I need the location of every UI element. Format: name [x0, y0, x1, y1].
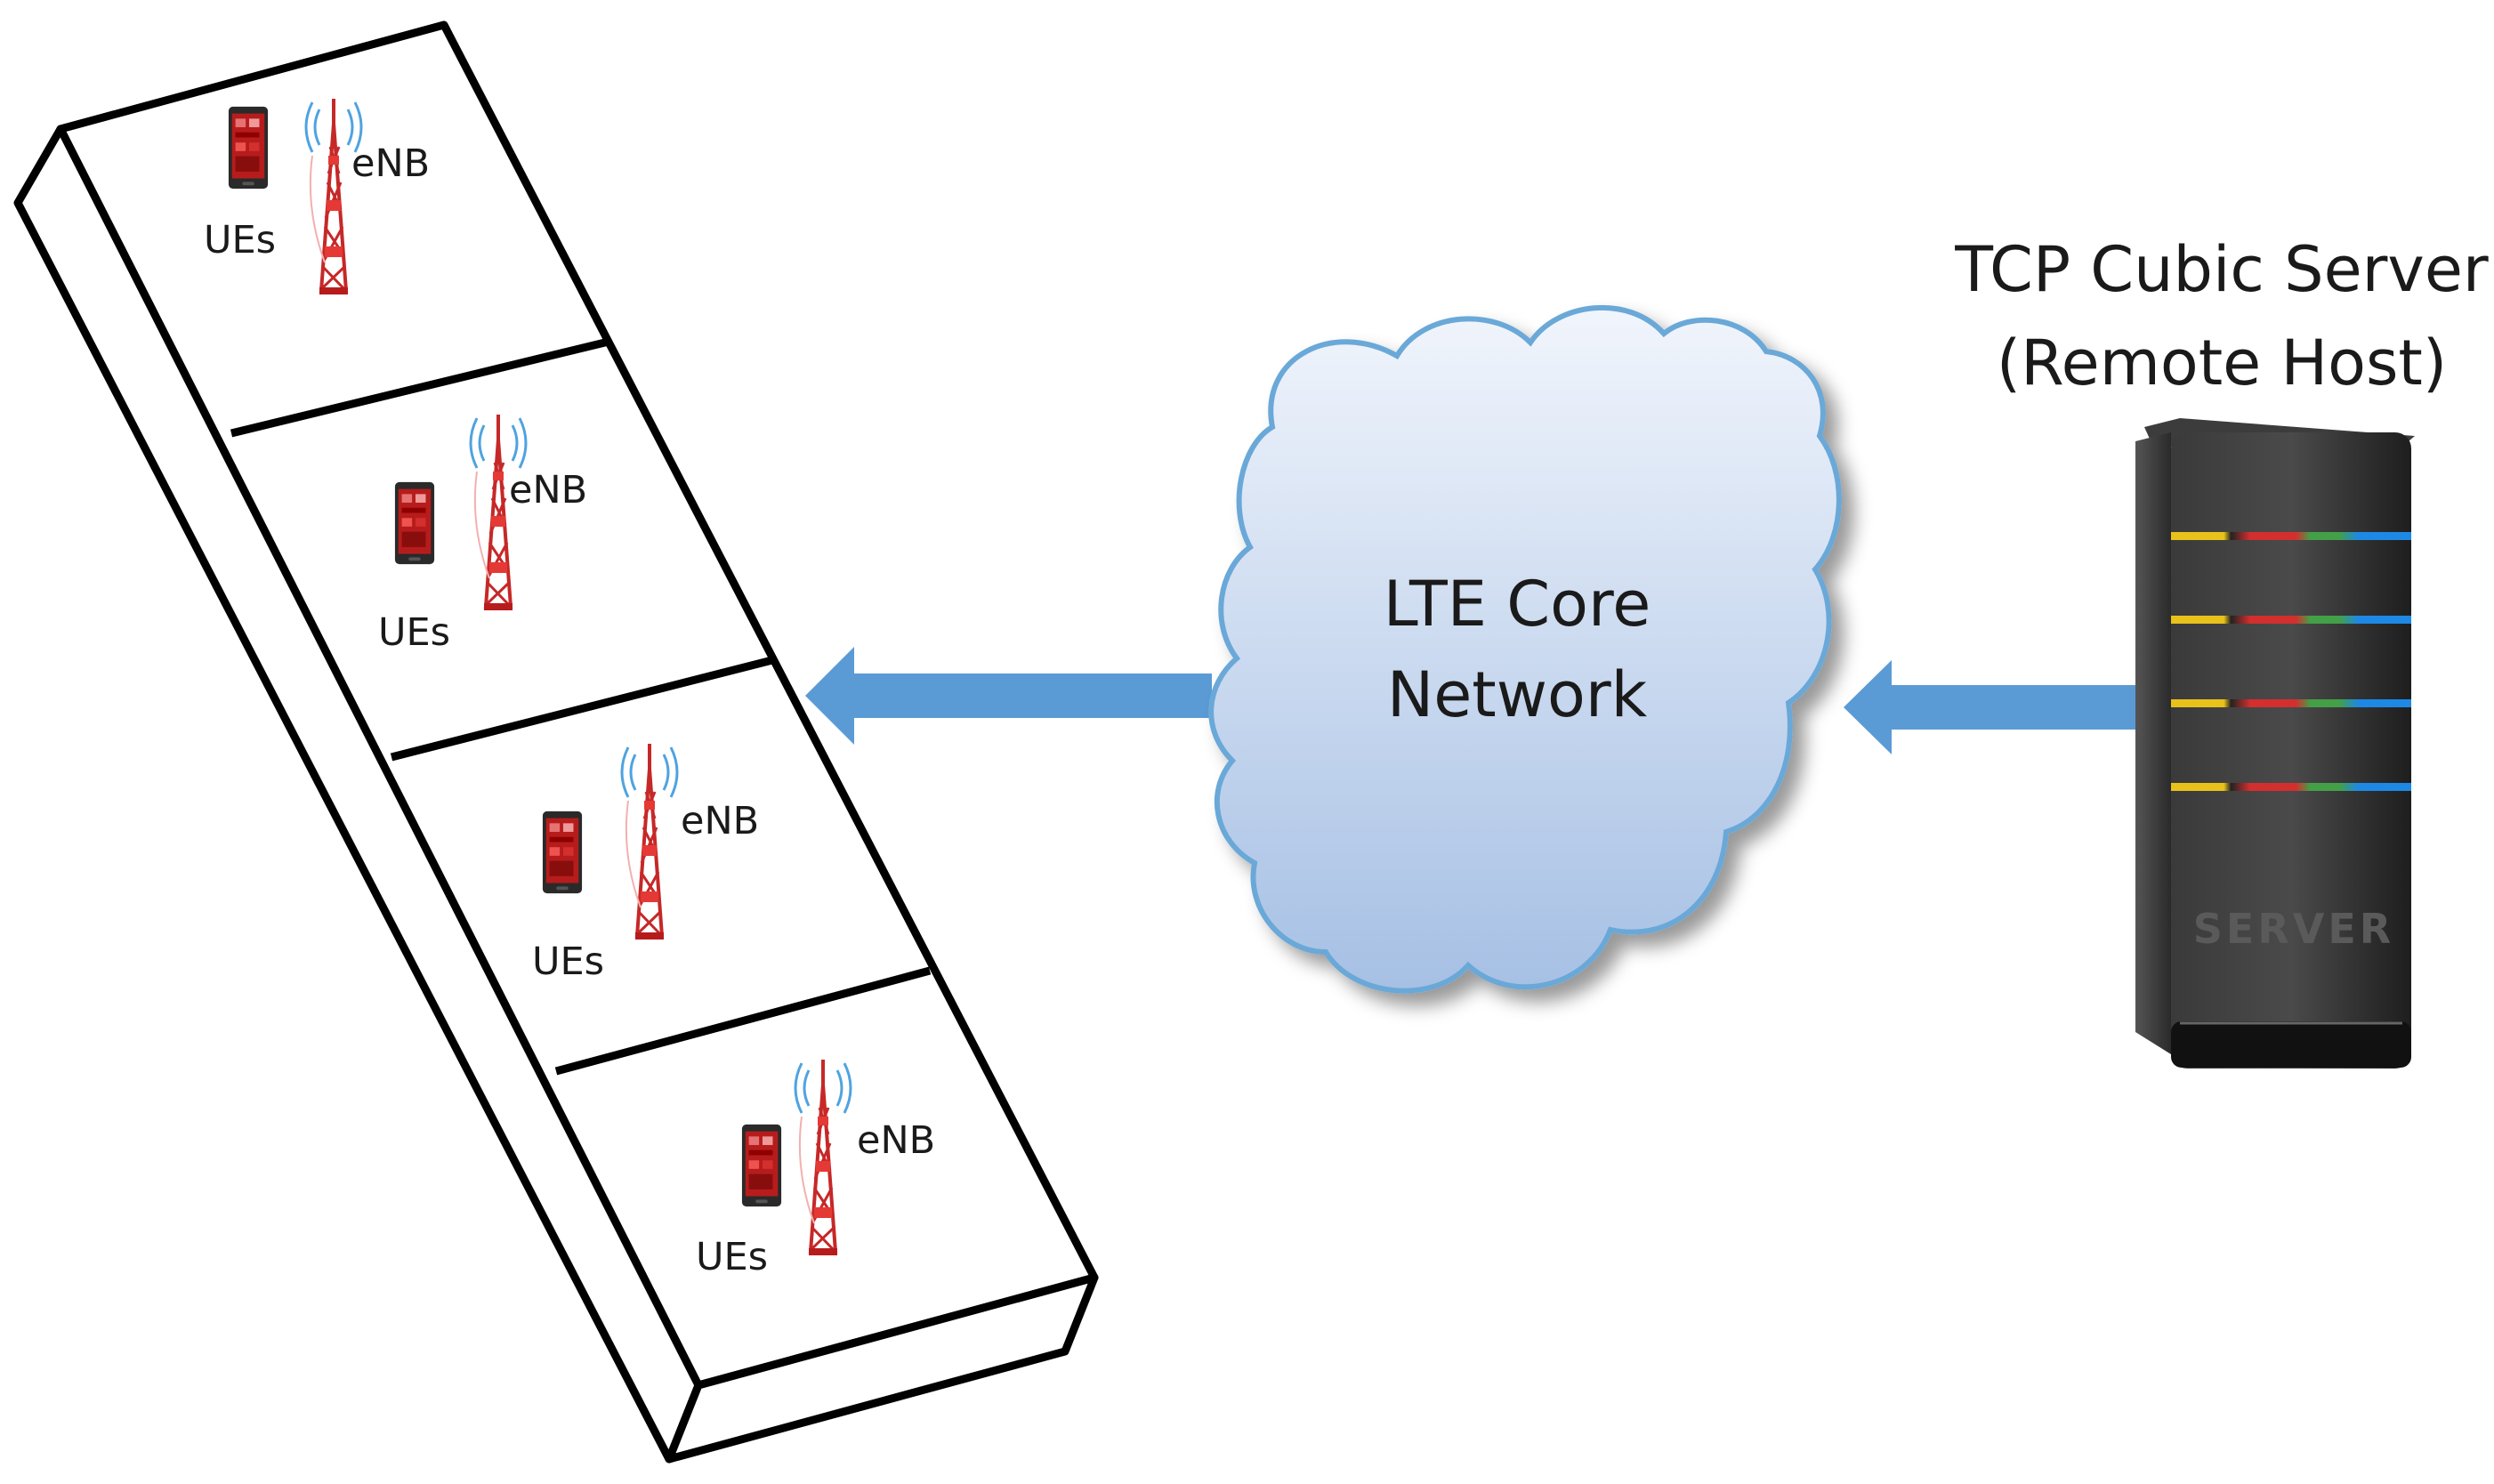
cell-4: UEs eNB [696, 1058, 935, 1279]
phone-icon [542, 811, 583, 894]
ue-label: UEs [532, 940, 604, 984]
enb-label: eNB [681, 799, 759, 843]
server-title-line1: TCP Cubic Server [1954, 233, 2489, 306]
server-side [2135, 432, 2171, 1054]
led-bar-4 [2171, 783, 2411, 791]
cell-divider-1 [230, 337, 610, 438]
cell-divider-3 [554, 966, 932, 1076]
core-title-line2: Network [1387, 658, 1648, 731]
ue-label: UEs [696, 1235, 768, 1279]
led-bar-3 [2171, 699, 2411, 707]
ue-label: UEs [378, 610, 450, 655]
cell-strip [13, 20, 1099, 1464]
phone-icon [228, 106, 269, 190]
ue-label: UEs [204, 218, 276, 262]
server-base [2171, 1021, 2411, 1068]
arrow-left-icon [1844, 660, 2135, 754]
led-bar-1 [2171, 532, 2411, 540]
enb-label: eNB [351, 141, 430, 186]
cell-3: UEs eNB [532, 742, 759, 984]
cell-2: UEs eNB [378, 413, 587, 655]
server-icon: SERVER [2135, 418, 2415, 1069]
led-bar-2 [2171, 616, 2411, 624]
server-title-line2: (Remote Host) [1997, 327, 2447, 399]
phone-icon [741, 1124, 782, 1207]
enb-label: eNB [857, 1118, 935, 1163]
strip-bottom-side [665, 1273, 1099, 1464]
core-title-line1: LTE Core [1384, 568, 1651, 641]
server-front [2171, 432, 2411, 1069]
phone-icon [394, 481, 435, 565]
cell-1: UEs eNB [204, 97, 430, 296]
cell-divider-2 [390, 656, 774, 762]
arrow-left-icon [805, 647, 1212, 745]
cloud-icon [1208, 304, 1842, 994]
server-case-text: SERVER [2193, 905, 2394, 953]
enb-label: eNB [509, 468, 587, 512]
